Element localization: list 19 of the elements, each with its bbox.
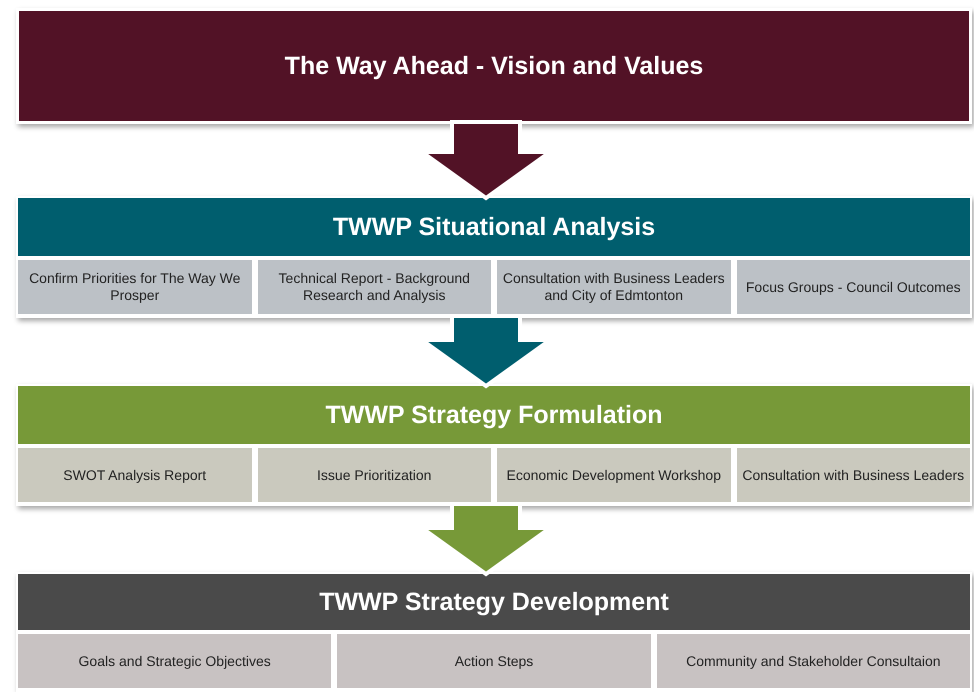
step-box: Goals and Strategic Objectives	[18, 634, 332, 688]
step-box: Economic Development Workshop	[497, 448, 730, 502]
stage-panel	[16, 572, 972, 692]
stage-header: TWWP Strategy Formulation	[18, 386, 970, 444]
step-box: Confirm Priorities for The Way We Prosper	[18, 260, 252, 314]
step-box: Consultation with Business Leaders	[736, 448, 970, 502]
stage-header: TWWP Strategy Development	[18, 574, 970, 630]
step-box: Focus Groups - Council Outcomes	[736, 260, 970, 314]
stage-panel	[16, 384, 972, 506]
step-box: Community and Stakeholder Consultaion	[656, 634, 970, 688]
step-box: Consultation with Business Leaders and City of Edmtonton	[497, 260, 730, 314]
stage-header: TWWP Situational Analysis	[18, 198, 970, 256]
step-box: Action Steps	[337, 634, 651, 688]
step-box: Issue Prioritization	[258, 448, 491, 502]
stage-panel	[16, 196, 972, 318]
step-box: SWOT Analysis Report	[18, 448, 252, 502]
step-box: Technical Report - Background Research and Analysis	[258, 260, 491, 314]
title-banner	[16, 8, 972, 124]
banner-title: The Way Ahead - Vision and Values	[284, 52, 704, 80]
